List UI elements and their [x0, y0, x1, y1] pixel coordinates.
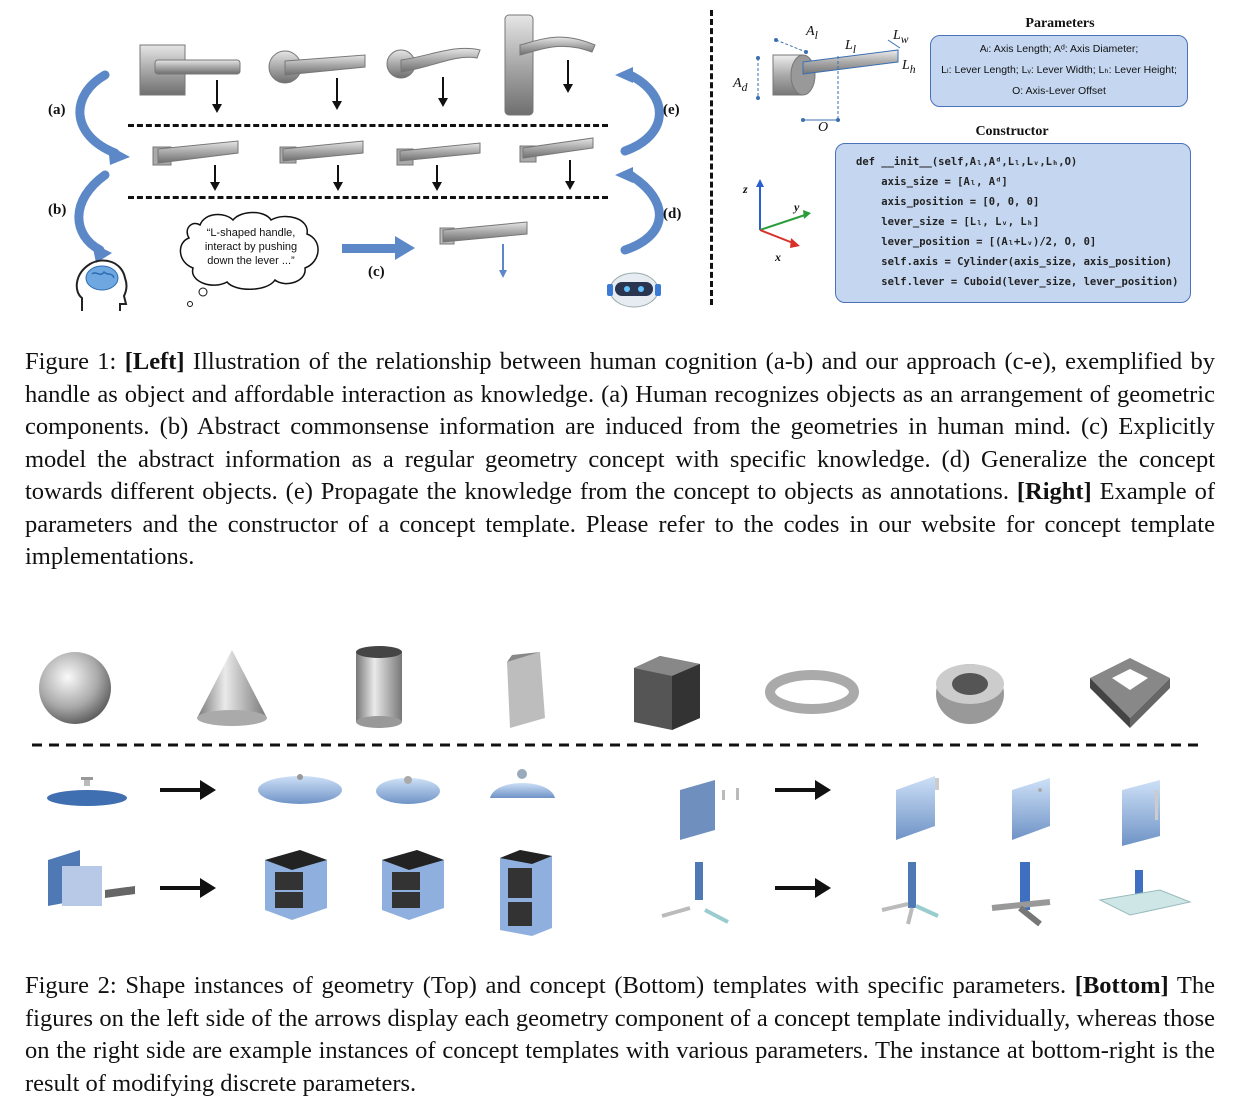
door-instance-1: [896, 776, 939, 840]
caption2-bottom-bold: [Bottom]: [1074, 972, 1169, 999]
torus-shape: [765, 670, 859, 714]
code-line-3: axis_position = [0, 0, 0]: [856, 196, 1040, 208]
dim-label-lh: Lh: [902, 58, 916, 76]
dim-label-ad: Ad: [733, 76, 748, 94]
caption1-left-bold: [Left]: [124, 348, 185, 375]
stand-instance-1: [881, 862, 939, 925]
lid-instance-1: [258, 774, 342, 804]
caption1-text1: Illustration of the relationship between…: [25, 348, 1215, 505]
lid-components: [47, 777, 127, 806]
caption2-text1: Figure 2: Shape instances of geometry (T…: [25, 972, 1075, 999]
parameters-box: Aₗ: Axis Length; Aᵈ: Axis Diameter; Lₗ: …: [930, 35, 1188, 107]
code-line-7: self.lever = Cuboid(lever_size, lever_po…: [856, 276, 1179, 288]
left-curved-arrows: [74, 70, 130, 263]
dashed-separator-top: [128, 124, 608, 127]
door-instance-2: [1012, 778, 1050, 840]
thought-bubble-icon: [179, 211, 319, 307]
figure1-caption: Figure 1: [Left] Illustration of the rel…: [25, 346, 1215, 574]
door-components: [680, 780, 739, 840]
sphere-shape: [39, 652, 111, 724]
door-instance-3: [1122, 780, 1160, 846]
prism-shape: [507, 652, 545, 728]
code-line-5: lever_position = [(Aₗ+Lᵥ)/2, O, 0]: [856, 236, 1097, 248]
handle-photo-1: [139, 44, 241, 113]
code-line-1: def __init__(self,Aₗ,Aᵈ,Lₗ,Lᵥ,Lₕ,O): [856, 156, 1078, 168]
label-a: (a): [48, 102, 66, 118]
code-line-4: lever_size = [Lₗ, Lᵥ, Lₕ]: [856, 216, 1040, 228]
cabinet-instance-3: [500, 850, 552, 936]
arrow-right-2: [775, 780, 831, 800]
caption1-text2: Example of parameters and the constructo…: [25, 478, 1215, 570]
figure1-vertical-divider: [710, 10, 713, 305]
cone-shape: [197, 650, 267, 726]
dashed-separator-middle: [128, 196, 608, 199]
dim-label-al: Al: [806, 24, 818, 42]
caption2-text2: The figures on the left side of the arro…: [25, 972, 1215, 1097]
square-ring-shape: [1090, 658, 1170, 728]
lid-instance-2: [376, 776, 440, 804]
cabinet-components: [48, 850, 135, 906]
dim-label-lw: Lw: [893, 28, 909, 46]
dim-label-o: O: [818, 120, 829, 135]
handle-geometry-4: [519, 137, 594, 190]
caption1-right-bold: [Right]: [1016, 478, 1092, 505]
human-head-brain-icon: [75, 259, 128, 311]
coordinate-axes-icon: [756, 179, 811, 248]
handle-photo-4: [504, 14, 596, 116]
figure1-left-panel: (a) (b) (c) (d) (e): [0, 0, 705, 320]
cube-shape: [634, 656, 700, 730]
stand-components: [661, 862, 729, 924]
thought-bubble-text: “L-shaped handle, interact by pushing do…: [204, 227, 298, 267]
handle-geometry-1: [152, 140, 239, 191]
arrow-right-4: [775, 878, 831, 898]
ring-shape: [936, 664, 1004, 724]
stand-instance-2: [991, 862, 1051, 927]
axis-label-y: y: [794, 200, 800, 214]
parameter-line-1: Aₗ: Axis Length; Aᵈ: Axis Diameter;: [979, 43, 1139, 55]
concept-handle-shape: [439, 221, 528, 278]
constructor-code-box: def __init__(self,Aₗ,Aᵈ,Lₗ,Lᵥ,Lₕ,O) axis…: [835, 143, 1191, 303]
handle-photo-3: [386, 47, 481, 107]
figure2-shapes: [32, 646, 1200, 936]
arrow-right-1: [160, 780, 216, 800]
label-d: (d): [663, 206, 682, 222]
cylinder-shape: [356, 646, 402, 728]
constructor-title: Constructor: [975, 124, 1049, 139]
cabinet-instance-1: [265, 850, 327, 920]
figure2-caption: Figure 2: Shape instances of geometry (T…: [25, 970, 1215, 1100]
handle-photo-2: [268, 50, 366, 110]
parameter-line-3: O: Axis-Lever Offset: [1012, 85, 1106, 97]
arrow-right-3: [160, 878, 216, 898]
handle-parameter-diagram: [756, 38, 901, 122]
label-e: (e): [663, 102, 680, 118]
blue-arrow-c: [342, 236, 415, 260]
axis-label-z: z: [743, 182, 748, 196]
handle-geometry-2: [279, 140, 364, 191]
parameter-line-2: Lₗ: Lever Length; Lᵥ: Lever Width; Lₕ: L…: [941, 64, 1177, 76]
lid-instance-3: [490, 769, 555, 798]
robot-icon: [607, 272, 661, 308]
caption1-prefix: Figure 1:: [25, 348, 125, 375]
stand-instance-3: [1098, 870, 1192, 916]
cabinet-instance-2: [382, 850, 444, 920]
right-curved-arrows: [615, 67, 664, 255]
code-line-6: self.axis = Cylinder(axis_size, axis_pos…: [856, 256, 1173, 268]
code-line-2: axis_size = [Aₗ, Aᵈ]: [856, 176, 1008, 188]
axis-label-x: x: [775, 250, 781, 264]
label-b: (b): [48, 202, 67, 218]
dim-label-ll: Ll: [845, 38, 857, 56]
handle-geometry-3: [396, 142, 481, 191]
parameters-title: Parameters: [1025, 16, 1095, 31]
label-c: (c): [368, 264, 385, 280]
